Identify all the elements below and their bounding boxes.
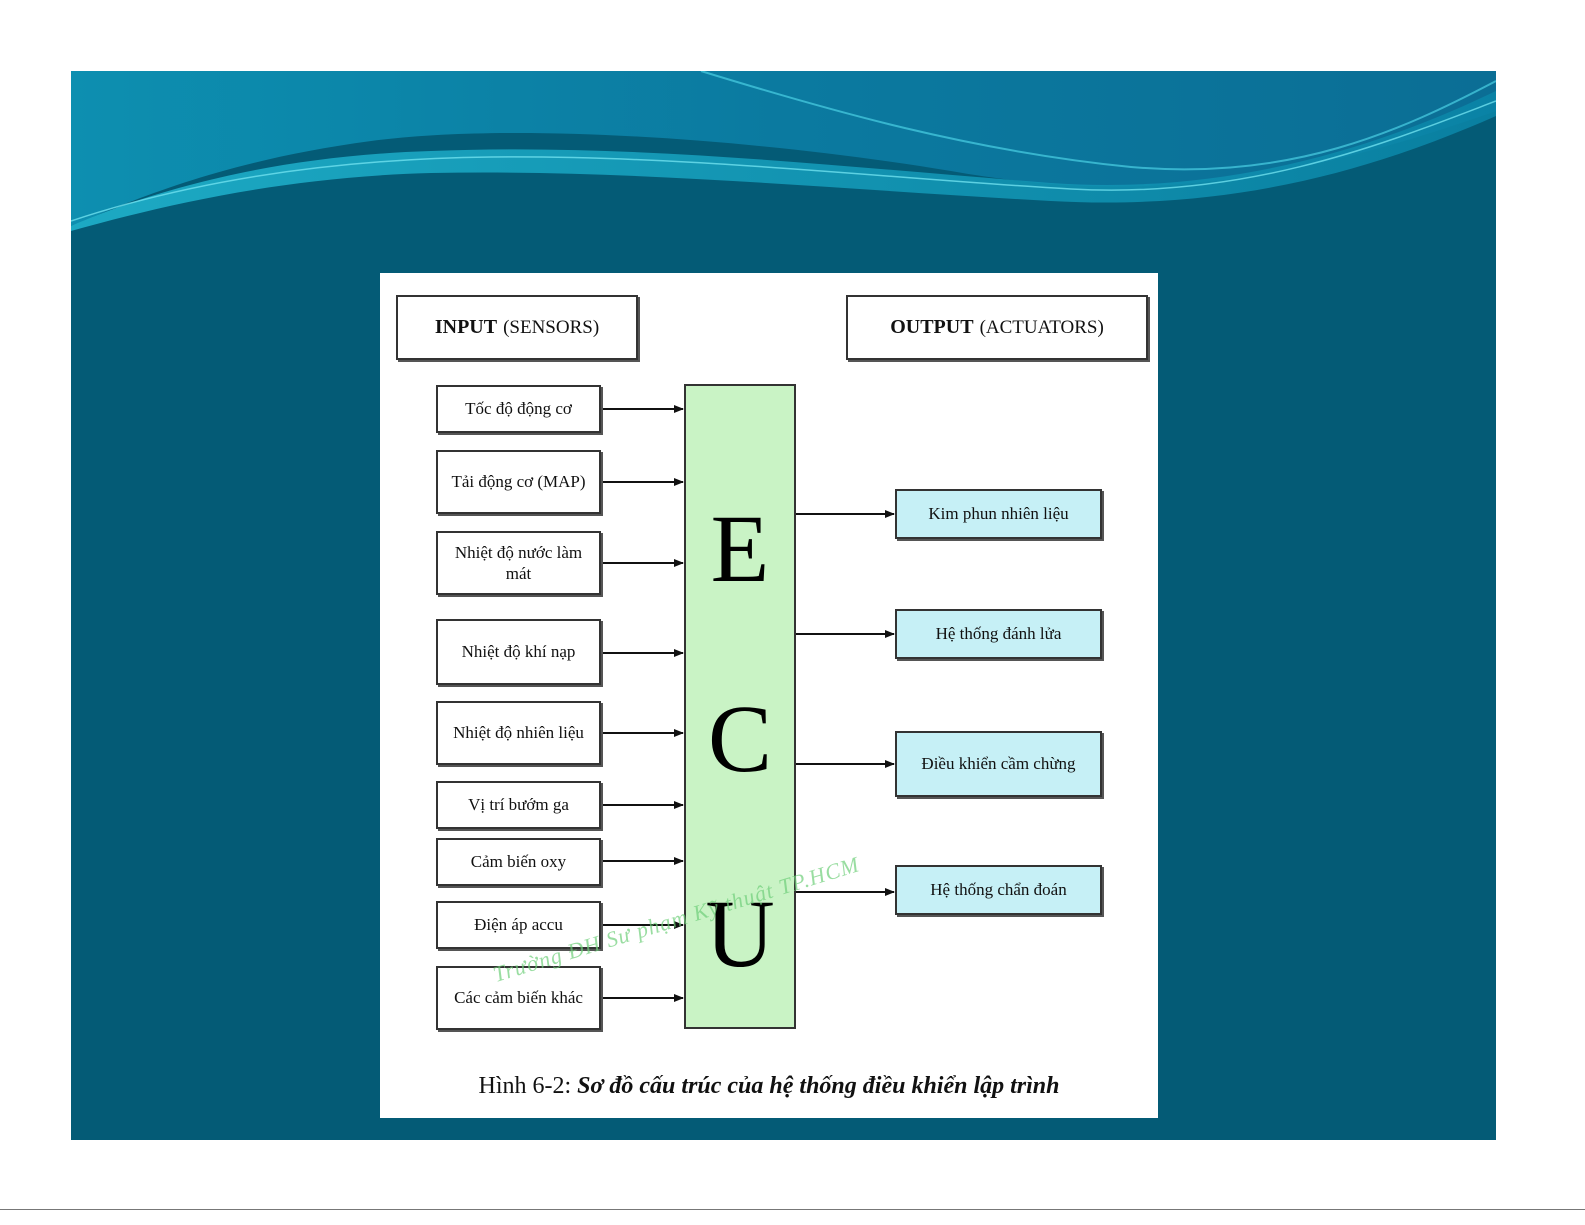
input-box-coolant-temp: Nhiệt độ nước làm mát — [436, 531, 601, 595]
input-box-intake-air-temp: Nhiệt độ khí nạp — [436, 619, 601, 685]
caption-label: Hình 6-2: — [478, 1073, 572, 1099]
input-box-engine-speed: Tốc độ động cơ — [436, 385, 601, 433]
input-box-throttle-position: Vị trí bướm ga — [436, 781, 601, 829]
caption-title: Sơ đồ cấu trúc của hệ thống điều khiển l… — [577, 1073, 1060, 1099]
output-label: Hệ thống chẩn đoán — [930, 880, 1067, 900]
output-box-ignition-system: Hệ thống đánh lửa — [895, 609, 1102, 659]
output-box-diagnostic-system: Hệ thống chẩn đoán — [895, 865, 1102, 915]
ecu-letter-u: U — [705, 880, 775, 987]
output-header-weak: (ACTUATORS) — [979, 316, 1104, 338]
input-label: Nhiệt độ nước làm mát — [454, 542, 583, 583]
output-label: Hệ thống đánh lửa — [935, 624, 1062, 644]
output-label: Điều khiển cầm chừng — [921, 754, 1076, 774]
input-header-weak: (SENSORS) — [503, 316, 600, 338]
input-box-battery-voltage: Điện áp accu — [436, 901, 601, 949]
input-box-fuel-temp: Nhiệt độ nhiên liệu — [436, 701, 601, 765]
ecu-structure-diagram: INPUT (SENSORS) OUTPUT (ACTUATORS) Tốc đ… — [380, 273, 1158, 1118]
input-box-other-sensors: Các cảm biến khác — [436, 966, 601, 1030]
ecu-block: E C U — [684, 384, 796, 1029]
ecu-letter-c: C — [707, 685, 773, 792]
figure-caption: Hình 6-2: Sơ đồ cấu trúc của hệ thống đi… — [380, 1073, 1158, 1100]
input-box-engine-load: Tải động cơ (MAP) — [436, 450, 601, 514]
input-label: Các cảm biến khác — [454, 988, 583, 1008]
input-label: Tải động cơ (MAP) — [451, 472, 586, 492]
input-header: INPUT (SENSORS) — [396, 295, 638, 360]
ecu-letter-e: E — [710, 495, 770, 602]
output-box-fuel-injector: Kim phun nhiên liệu — [895, 489, 1102, 539]
input-header-strong: INPUT — [434, 316, 498, 338]
input-label: Nhiệt độ khí nạp — [461, 642, 576, 662]
slide: INPUT (SENSORS) OUTPUT (ACTUATORS) Tốc đ… — [71, 71, 1496, 1140]
input-label: Điện áp accu — [474, 915, 563, 935]
bottom-divider — [0, 1209, 1585, 1210]
wave-banner — [71, 71, 1496, 231]
output-header: OUTPUT (ACTUATORS) — [846, 295, 1148, 360]
input-box-oxygen-sensor: Cảm biến oxy — [436, 838, 601, 886]
output-header-strong: OUTPUT — [890, 316, 974, 338]
input-label: Vị trí bướm ga — [468, 795, 569, 815]
input-label: Cảm biến oxy — [470, 852, 567, 872]
input-label: Tốc độ động cơ — [465, 399, 572, 419]
input-label: Nhiệt độ nhiên liệu — [453, 723, 584, 743]
output-box-idle-control: Điều khiển cầm chừng — [895, 731, 1102, 797]
output-label: Kim phun nhiên liệu — [928, 504, 1069, 524]
